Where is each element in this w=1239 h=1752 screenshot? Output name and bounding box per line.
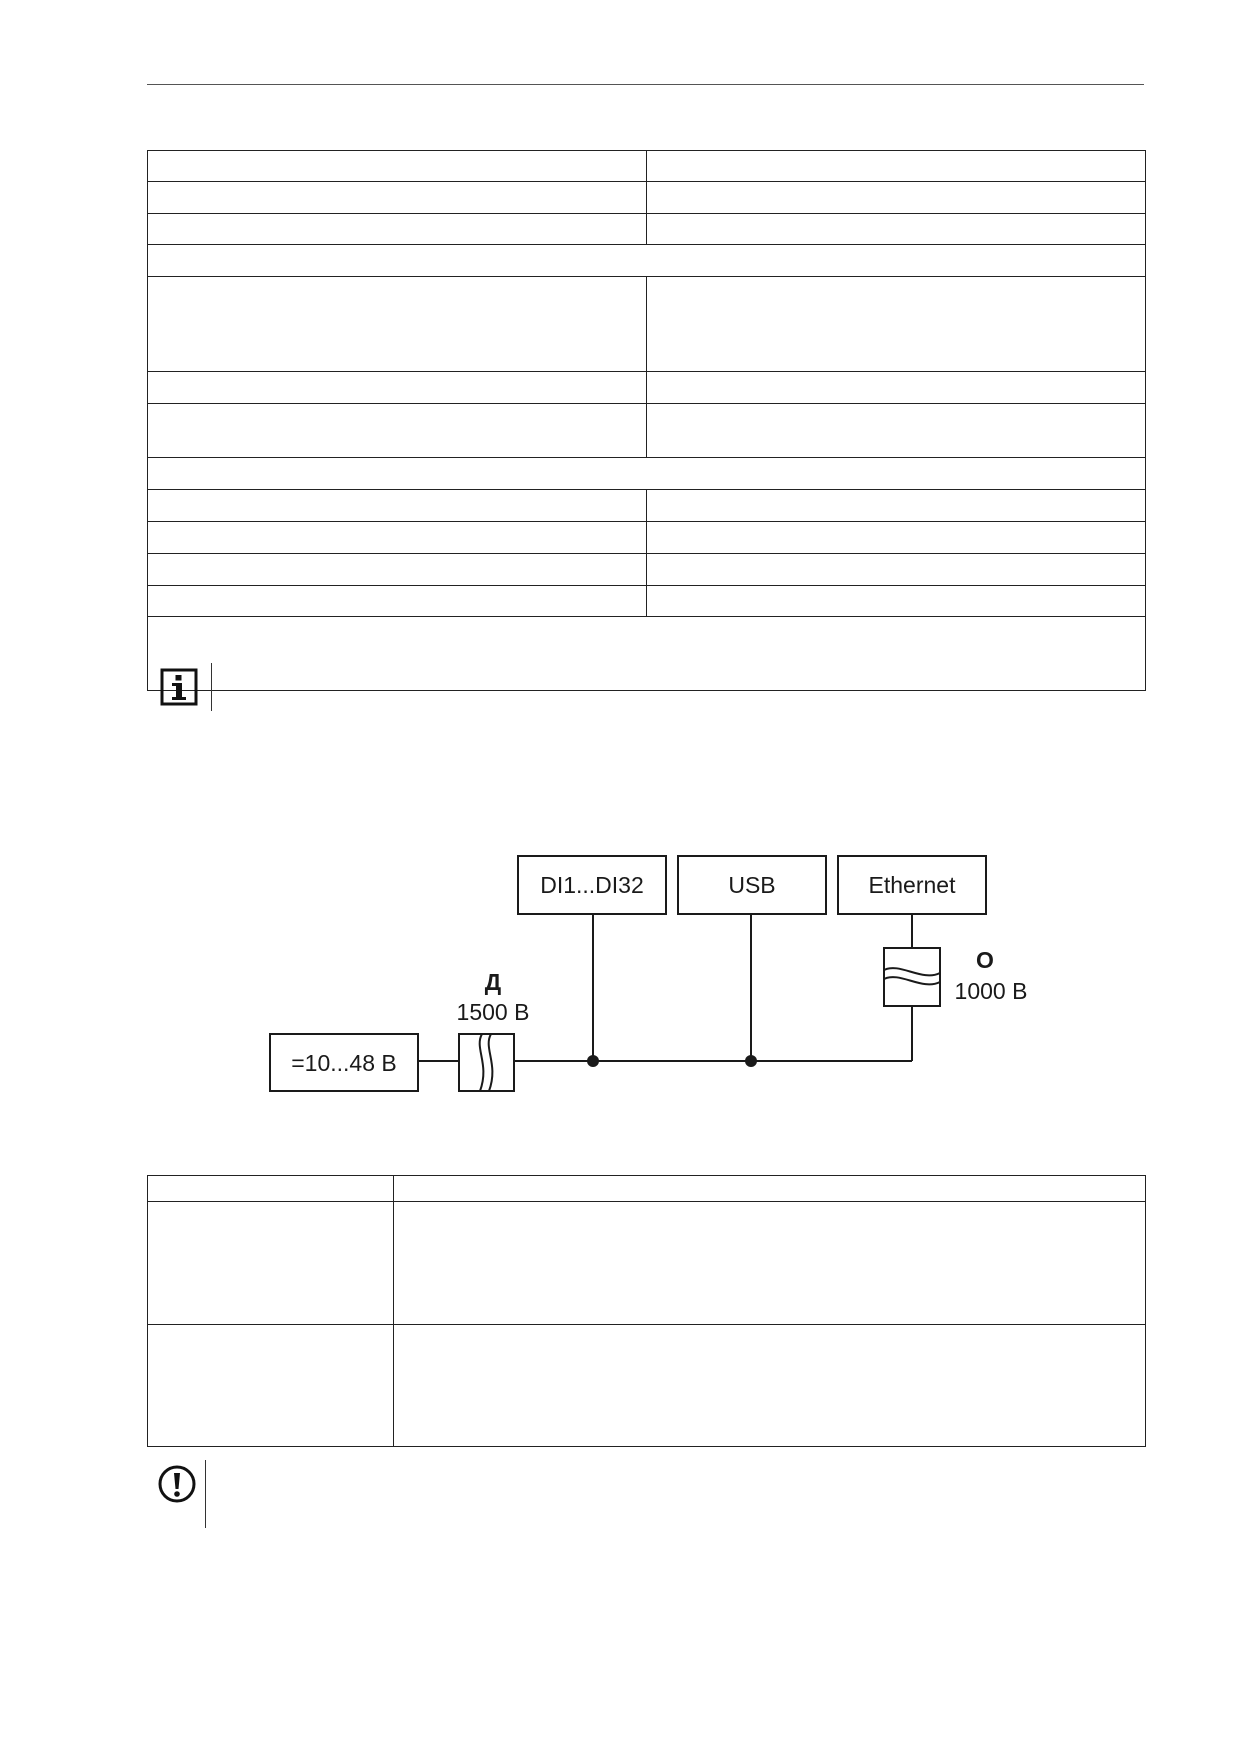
power-isolation-type: Д <box>485 969 501 995</box>
junction-dot <box>745 1055 757 1067</box>
table-note-row <box>147 616 1146 691</box>
header-rule <box>147 84 1144 85</box>
table-row <box>147 1175 1146 1202</box>
table-row <box>147 403 1146 458</box>
table-row <box>147 150 1146 182</box>
junction-dot <box>587 1055 599 1067</box>
warning-divider <box>205 1460 206 1528</box>
table-row <box>147 276 1146 372</box>
table-row <box>147 1324 1146 1447</box>
power-isolation-symbol <box>458 1033 515 1092</box>
table-row <box>147 371 1146 404</box>
table-row <box>147 585 1146 617</box>
power-block <box>269 1033 419 1092</box>
ethernet-isolation-symbol <box>883 947 941 1007</box>
ethernet-isolation-type: О <box>976 947 994 973</box>
info-icon <box>160 668 198 706</box>
usb-label: USB <box>728 872 775 898</box>
power-isolation-voltage: 1500 В <box>457 999 530 1025</box>
table-section-row <box>147 244 1146 277</box>
table-section-row <box>147 457 1146 490</box>
exclamation-icon <box>158 1465 196 1503</box>
ethernet-isolation-voltage: 1000 В <box>955 978 1028 1004</box>
specifications-table <box>147 150 1146 691</box>
note-divider <box>211 663 212 711</box>
table-row <box>147 521 1146 554</box>
power-label: =10...48 В <box>291 1050 397 1076</box>
ethernet-block <box>837 855 987 915</box>
inputs-block <box>517 855 667 915</box>
isolation-table <box>147 1175 1146 1447</box>
table-row <box>147 489 1146 522</box>
ethernet-label: Ethernet <box>869 872 957 898</box>
table-row <box>147 181 1146 214</box>
table-row <box>147 213 1146 245</box>
usb-block <box>677 855 827 915</box>
inputs-label: DI1...DI32 <box>540 872 644 898</box>
table-row <box>147 1201 1146 1325</box>
table-row <box>147 553 1146 586</box>
